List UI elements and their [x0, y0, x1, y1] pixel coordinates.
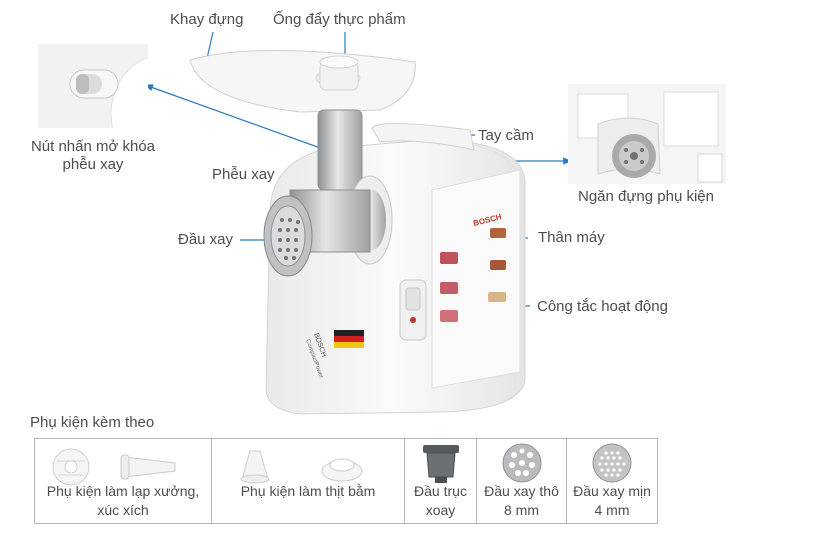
- accessory-shaft: Đầu trục xoay: [405, 439, 477, 523]
- sausage-attachment-icon: [52, 448, 176, 486]
- accessory-coarse-disc-line2: 8 mm: [504, 502, 539, 518]
- kebbe-attachment-icon: [240, 450, 363, 484]
- label-pusher: Ống đẩy thực phẩm: [273, 11, 406, 28]
- accessory-sausage-line2: xúc xích: [97, 502, 149, 518]
- label-switch: Công tắc hoạt động: [537, 298, 668, 315]
- shaft-icon: [423, 445, 459, 483]
- accessory-coarse-disc: Đầu xay thô 8 mm: [477, 439, 567, 523]
- accessory-minced-caption: Phụ kiện làm thịt bằm: [212, 482, 404, 501]
- accessories-title: Phụ kiện kèm theo: [30, 414, 155, 431]
- accessory-shaft-caption: Đầu trục xoay: [405, 482, 476, 520]
- accessory-sausage-line1: Phụ kiện làm lạp xưởng,: [46, 483, 200, 499]
- accessory-fine-disc-line1: Đầu xay mịn: [573, 483, 651, 499]
- accessory-fine-disc-caption: Đầu xay mịn 4 mm: [567, 482, 657, 520]
- accessory-sausage-caption: Phụ kiện làm lạp xưởng, xúc xích: [35, 482, 211, 520]
- unlock-button-illustration: [69, 56, 148, 128]
- tray: [189, 50, 416, 113]
- flag-germany: [334, 330, 364, 348]
- label-body: Thân máy: [538, 229, 605, 246]
- accessory-shaft-line1: Đầu trục: [414, 483, 467, 499]
- label-handle: Tay cầm: [478, 127, 534, 144]
- inset-accessory-compartment: [568, 84, 726, 184]
- accessory-minced-line1: Phụ kiện làm thịt bằm: [240, 483, 376, 499]
- funnel: [317, 109, 363, 191]
- accessories-table: Phụ kiện làm lạp xưởng, xúc xích Phụ kiệ…: [34, 438, 658, 524]
- label-funnel: Phễu xay: [212, 166, 275, 183]
- label-tray: Khay đựng: [170, 11, 244, 28]
- compartment-illustration: [568, 84, 726, 184]
- accessory-sausage: Phụ kiện làm lạp xưởng, xúc xích: [35, 439, 212, 523]
- fine-disc-icon: [592, 443, 632, 483]
- inset-unlock-button: [38, 44, 148, 128]
- label-unlock-button: Nút nhấn mở khóa phễu xay: [30, 138, 156, 173]
- accessory-minced: Phụ kiện làm thịt bằm: [212, 439, 405, 523]
- handle: [371, 122, 475, 151]
- label-accessory-compartment: Ngăn đựng phụ kiện: [578, 188, 714, 205]
- accessory-shaft-line2: xoay: [425, 502, 456, 518]
- accessory-coarse-disc-caption: Đầu xay thô 8 mm: [477, 482, 566, 520]
- label-grinder-head: Đầu xay: [178, 231, 234, 248]
- accessory-fine-disc: Đầu xay mịn 4 mm: [567, 439, 657, 523]
- accessory-coarse-disc-line1: Đầu xay thô: [484, 483, 559, 499]
- accessory-fine-disc-line2: 4 mm: [594, 502, 630, 518]
- coarse-disc-icon: [502, 443, 542, 483]
